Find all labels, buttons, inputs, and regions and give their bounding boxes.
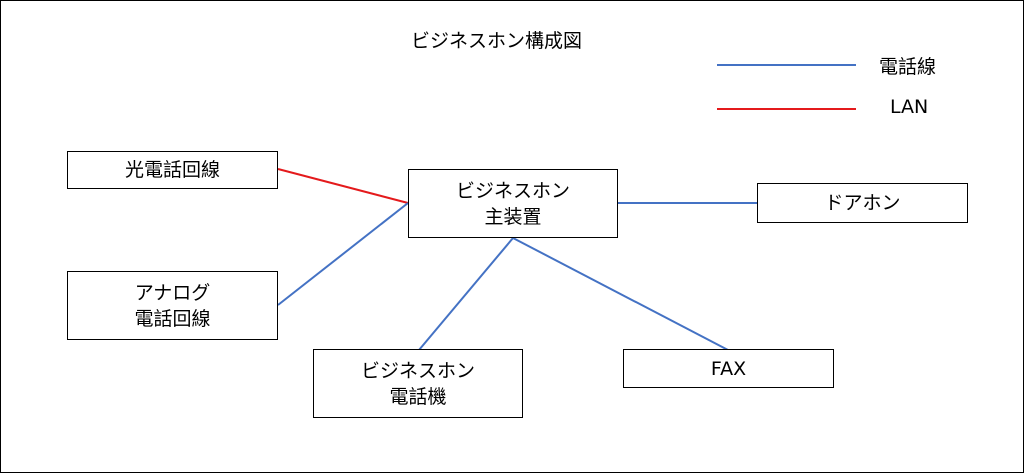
node-business-handset: ビジネスホン 電話機 [313, 349, 523, 418]
node-main-label-line1: ビジネスホン [455, 179, 570, 202]
node-fax-label: FAX [710, 357, 747, 380]
node-analog-phone-line: アナログ 電話回線 [67, 271, 278, 340]
node-analog-label-line2: 電話回線 [134, 307, 211, 330]
diagram-title: ビジネスホン構成図 [411, 30, 583, 52]
node-main-label-line2: 主装置 [484, 205, 542, 228]
node-handset-label-line1: ビジネスホン [360, 359, 475, 382]
node-doorphone: ドアホン [757, 183, 968, 223]
phone-line-main-to-fax [512, 237, 729, 351]
node-hikari-label: 光電話回線 [124, 159, 220, 181]
lan-hikari-to-main [277, 168, 409, 204]
node-doorphone-label: ドアホン [824, 192, 901, 214]
node-analog-label-line1: アナログ [134, 281, 211, 304]
legend-lan-label: LAN [890, 96, 929, 118]
phone-line-analog-to-main [277, 202, 409, 306]
node-handset-label-line2: 電話機 [389, 385, 447, 408]
node-main-unit: ビジネスホン 主装置 [408, 169, 618, 238]
node-hikari-phone-line: 光電話回線 [67, 151, 278, 189]
phone-line-main-to-handset [418, 237, 514, 351]
node-fax: FAX [623, 349, 834, 388]
legend-phone-line-label: 電話線 [879, 56, 937, 78]
